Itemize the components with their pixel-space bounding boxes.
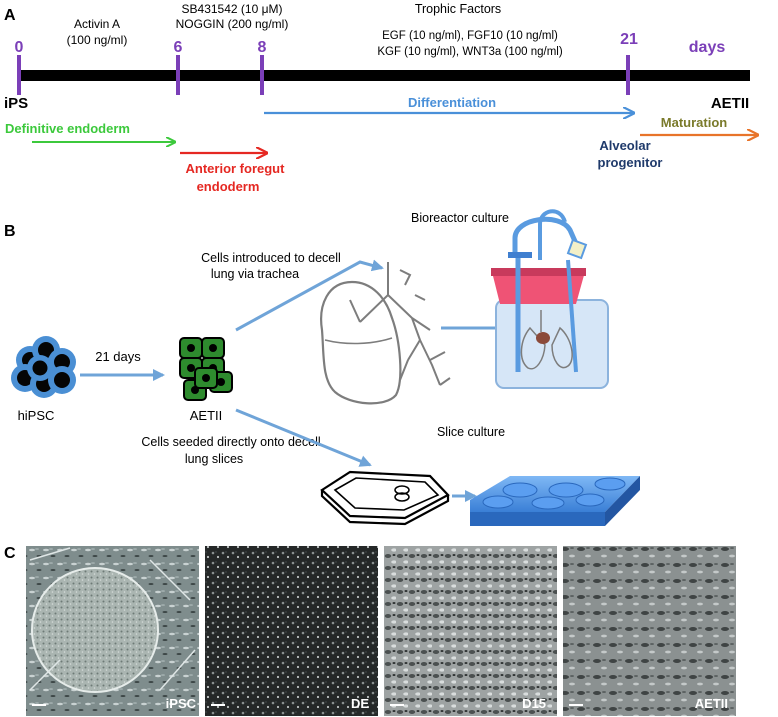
stage-anterior-line2: endoderm: [197, 179, 260, 194]
aetii-cell-cluster-icon: [179, 337, 233, 401]
slice-culture-label: Slice culture: [437, 425, 505, 439]
panel-c: C iPSC DE D15 AETII: [4, 545, 736, 716]
timepoint-6: 6: [174, 39, 183, 56]
micrograph-aetii-label: AETII: [695, 696, 728, 711]
bioreactor-label: Bioreactor culture: [411, 211, 509, 225]
end-label-aetii: AETII: [711, 95, 749, 112]
micrograph-aetii: AETII: [563, 546, 736, 716]
activin-label-line2: (100 ng/ml): [67, 33, 128, 47]
hipsc-cell-cluster-icon: [11, 336, 76, 398]
trachea-caption-line2: lung via trachea: [211, 267, 299, 281]
panel-a-letter: A: [4, 7, 16, 24]
stage-maturation: Maturation: [661, 115, 728, 130]
tick-day-6: [176, 55, 180, 95]
stage-alveolar-line1: Alveolar: [599, 138, 650, 153]
micrograph-d15: D15: [384, 546, 557, 716]
timeline-bar: [18, 70, 750, 81]
trophic-line2: KGF (10 ng/ml), WNT3a (100 ng/ml): [377, 46, 562, 58]
aetii-label: AETII: [190, 408, 223, 423]
arrow-to-slice: [235, 408, 372, 467]
micrograph-d15-label: D15: [522, 696, 546, 711]
activin-label-line1: Activin A: [74, 17, 120, 31]
hipsc-label: hiPSC: [18, 408, 55, 423]
tick-day-21: [626, 55, 630, 95]
seeded-caption-line1: Cells seeded directly onto decell: [141, 435, 320, 449]
tick-day-8: [260, 55, 264, 95]
panel-b: B hiPSC 21 days AETII Cells introduced t…: [4, 209, 640, 526]
timepoint-8: 8: [258, 39, 267, 56]
sb-label-line2: NOGGIN (200 ng/ml): [176, 17, 289, 31]
micrograph-ipsc-label: iPSC: [166, 696, 197, 711]
start-label-ips: iPS: [4, 95, 28, 112]
micrograph-ipsc: iPSC: [26, 546, 199, 716]
days-unit-label: days: [689, 39, 726, 56]
well-plate-icon: [470, 476, 640, 526]
stage-definitive-endoderm: Definitive endoderm: [5, 121, 130, 136]
lung-slice-icon: [320, 470, 450, 526]
stage-differentiation: Differentiation: [408, 95, 496, 110]
stage-alveolar-line2: progenitor: [598, 155, 663, 170]
panel-c-letter: C: [4, 545, 16, 562]
decell-lung-icon: [320, 262, 451, 405]
trophic-title: Trophic Factors: [415, 2, 501, 16]
trophic-line1: EGF (10 ng/ml), FGF10 (10 ng/ml): [382, 30, 558, 42]
sb-label-line1: SB431542 (10 μM): [182, 2, 283, 16]
bioreactor-icon: [491, 209, 609, 389]
tick-day-0: [17, 55, 21, 95]
timepoint-0: 0: [15, 39, 24, 56]
stage-anterior-line1: Anterior foregut: [186, 161, 286, 176]
arrow-to-trachea: [235, 259, 384, 332]
twenty-one-days-label: 21 days: [95, 349, 141, 364]
seeded-caption-line2: lung slices: [185, 452, 243, 466]
panel-a: A Activin A (100 ng/ml) SB431542 (10 μM)…: [4, 2, 758, 194]
timepoint-21: 21: [620, 31, 638, 48]
micrograph-de: DE: [205, 546, 378, 716]
micrograph-de-label: DE: [351, 696, 369, 711]
trachea-caption-line1: Cells introduced to decell: [201, 251, 341, 265]
panel-b-letter: B: [4, 223, 16, 240]
